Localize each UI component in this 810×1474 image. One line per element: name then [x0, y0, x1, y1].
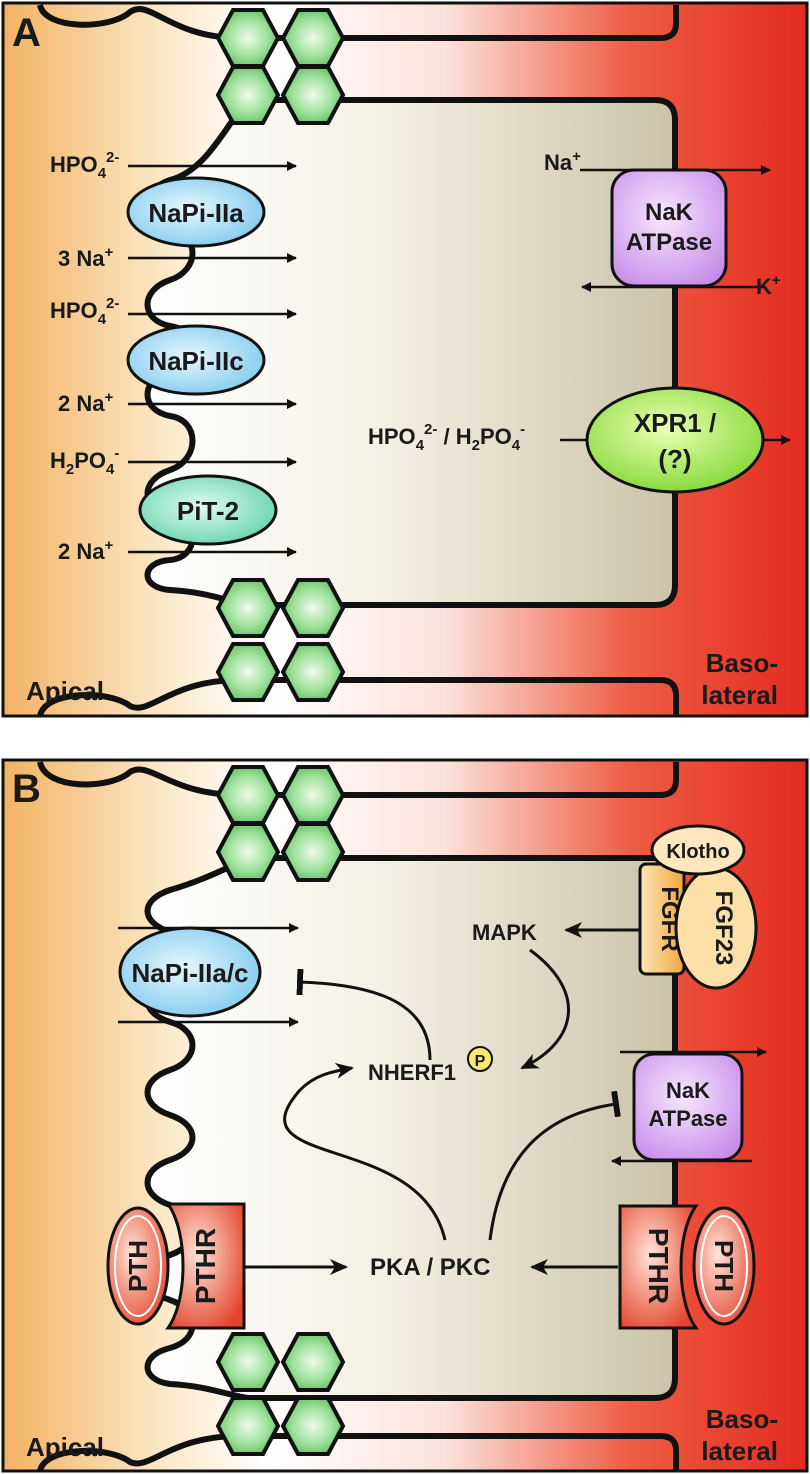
panel-b-apical-label: Apical: [26, 1432, 104, 1462]
nak-atpase-a: [610, 168, 728, 288]
panel-a-baso-label-2: lateral: [701, 680, 778, 710]
na2-label-2: 2 Na+: [58, 537, 113, 564]
pth-left-label: PTH: [123, 1240, 153, 1292]
nak-atpase-b: [632, 1052, 744, 1162]
napi-iic-transporter: [126, 324, 266, 396]
tight-junction-top-a: [215, 8, 346, 125]
nak-atpase-a-label-1: NaK: [645, 199, 694, 226]
pthr-left-label: PTHR: [190, 1228, 221, 1304]
k-in-label: K+: [756, 272, 781, 299]
phospho-label: P: [475, 1053, 486, 1070]
nak-atpase-b-label-2: ATPase: [648, 1106, 727, 1131]
pth-left-ligand: [106, 1206, 170, 1326]
h2po4-label: H2PO4-: [50, 445, 119, 478]
pka-pkc-label: PKA / PKC: [370, 1254, 490, 1281]
panel-a: NaPi-IIa NaPi-IIc PiT-2 HPO42- 3 Na+ HPO…: [1, 1, 809, 718]
napi-iiac-label: NaPi-IIa/c: [131, 958, 248, 988]
nak-atpase-b-label-1: NaK: [666, 1078, 710, 1103]
panel-a-baso-label-1: Baso-: [706, 648, 778, 678]
pit2-transporter: [138, 474, 278, 546]
pit2-label: PiT-2: [177, 496, 239, 526]
klotho-label: Klotho: [666, 841, 729, 863]
panel-b-baso-label-1: Baso-: [706, 1404, 778, 1434]
panel-b-letter: B: [12, 767, 41, 811]
napi-iiac-transporter: [118, 926, 262, 1018]
pth-left-inner-ring: [114, 1215, 162, 1317]
panel-b-bottom-cell-edge: [37, 1433, 679, 1473]
nak-atpase-a-label-2: ATPase: [626, 229, 712, 256]
panel-b-baso-label-2: lateral: [701, 1436, 778, 1466]
napi-iia-transporter: [126, 176, 266, 248]
pthr-right-receptor: [618, 1204, 699, 1330]
pth-right-label: PTH: [709, 1240, 739, 1292]
hpo4-label-2: HPO42-: [50, 295, 119, 328]
phospho-badge: [467, 1046, 493, 1072]
napi-iia-label: NaPi-IIa: [148, 198, 244, 228]
xpr1-label-1: XPR1 /: [634, 408, 716, 438]
panel-b-top-cell-edge: [37, 760, 679, 798]
panel-a-bottom-cell-edge: [37, 677, 679, 718]
pth-right-inner-ring: [700, 1215, 748, 1317]
mapk-label: MAPK: [472, 920, 537, 945]
napi-iic-label: NaPi-IIc: [148, 346, 243, 376]
xpr1-label-2: (?): [658, 444, 691, 474]
fgf23-label: FGF23: [710, 891, 737, 966]
panel-a-top-cell-edge: [37, 3, 679, 41]
xpr-phosphate-label: HPO42- / H2PO4-: [368, 421, 525, 454]
klotho-protein: [650, 824, 746, 876]
hpo4-label-1: HPO42-: [50, 149, 119, 182]
panel-a-apical-label: Apical: [26, 676, 104, 706]
tight-junction-bottom-a: [215, 578, 346, 702]
nherf1-label: NHERF1: [368, 1060, 456, 1085]
na2-label-1: 2 Na+: [58, 389, 113, 416]
xpr1-transporter: [585, 386, 765, 494]
panel-b: NaPi-IIa/c FGFR FGF23 Klotho MAPK NHERF1…: [1, 758, 809, 1473]
tight-junction-top-b: [215, 765, 346, 882]
apical-arrows-a: [128, 161, 297, 557]
panel-a-letter: A: [12, 11, 41, 55]
pth-right-ligand: [692, 1206, 756, 1326]
na-out-label: Na+: [544, 148, 581, 175]
tight-junction-bottom-b: [215, 1332, 346, 1456]
na3-label: 3 Na+: [58, 244, 113, 271]
pthr-right-label: PTHR: [643, 1228, 674, 1304]
pthr-left-receptor: [165, 1202, 246, 1330]
